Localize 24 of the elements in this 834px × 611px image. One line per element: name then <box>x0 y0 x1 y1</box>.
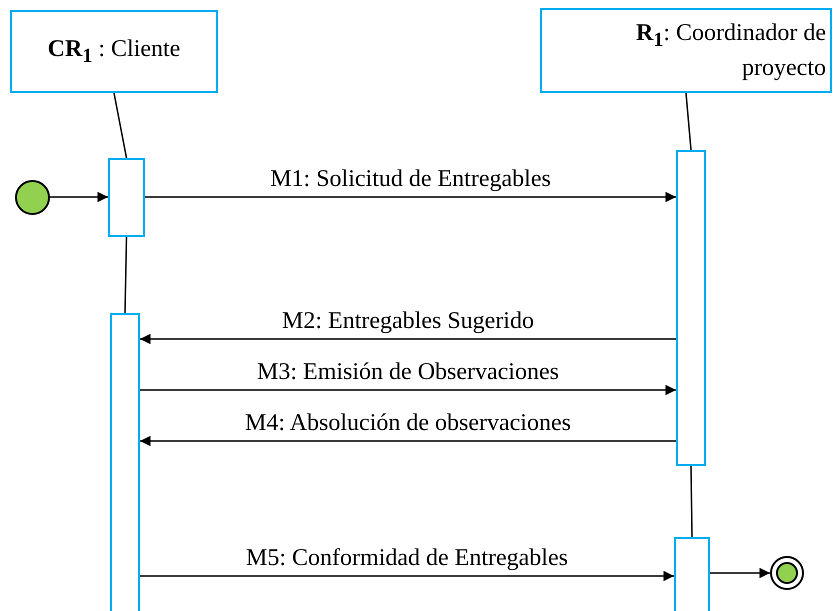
message-arrow <box>140 384 676 396</box>
activation-bar <box>676 150 706 466</box>
lifeline <box>690 466 693 538</box>
message-arrow <box>140 334 676 344</box>
start-circle <box>15 180 50 215</box>
lifeline-head-box <box>10 10 218 93</box>
lifeline-head-box <box>540 8 832 93</box>
lifeline-name: CR$_{1}$ : Cliente <box>48 35 180 69</box>
activation-bar <box>110 313 140 611</box>
message-arrow <box>50 192 108 202</box>
message-arrow <box>140 570 674 582</box>
lifeline <box>685 92 692 150</box>
lifeline-name: R$_{1}$: Coordinador de proyecto <box>635 19 827 83</box>
activation-bar <box>674 537 710 611</box>
message-arrow <box>140 436 676 446</box>
message-arrow <box>710 568 770 578</box>
message-label: M2: Entregables Sugerido <box>280 308 536 334</box>
end-circle <box>770 556 804 590</box>
lifeline <box>124 236 128 314</box>
message-label: M5: Conformidad de Entregables <box>244 545 570 572</box>
message-label: M1: Solicitud de Entregables <box>268 166 553 192</box>
lifeline <box>113 92 128 158</box>
activation-bar <box>108 158 145 237</box>
message-arrow <box>145 192 676 202</box>
